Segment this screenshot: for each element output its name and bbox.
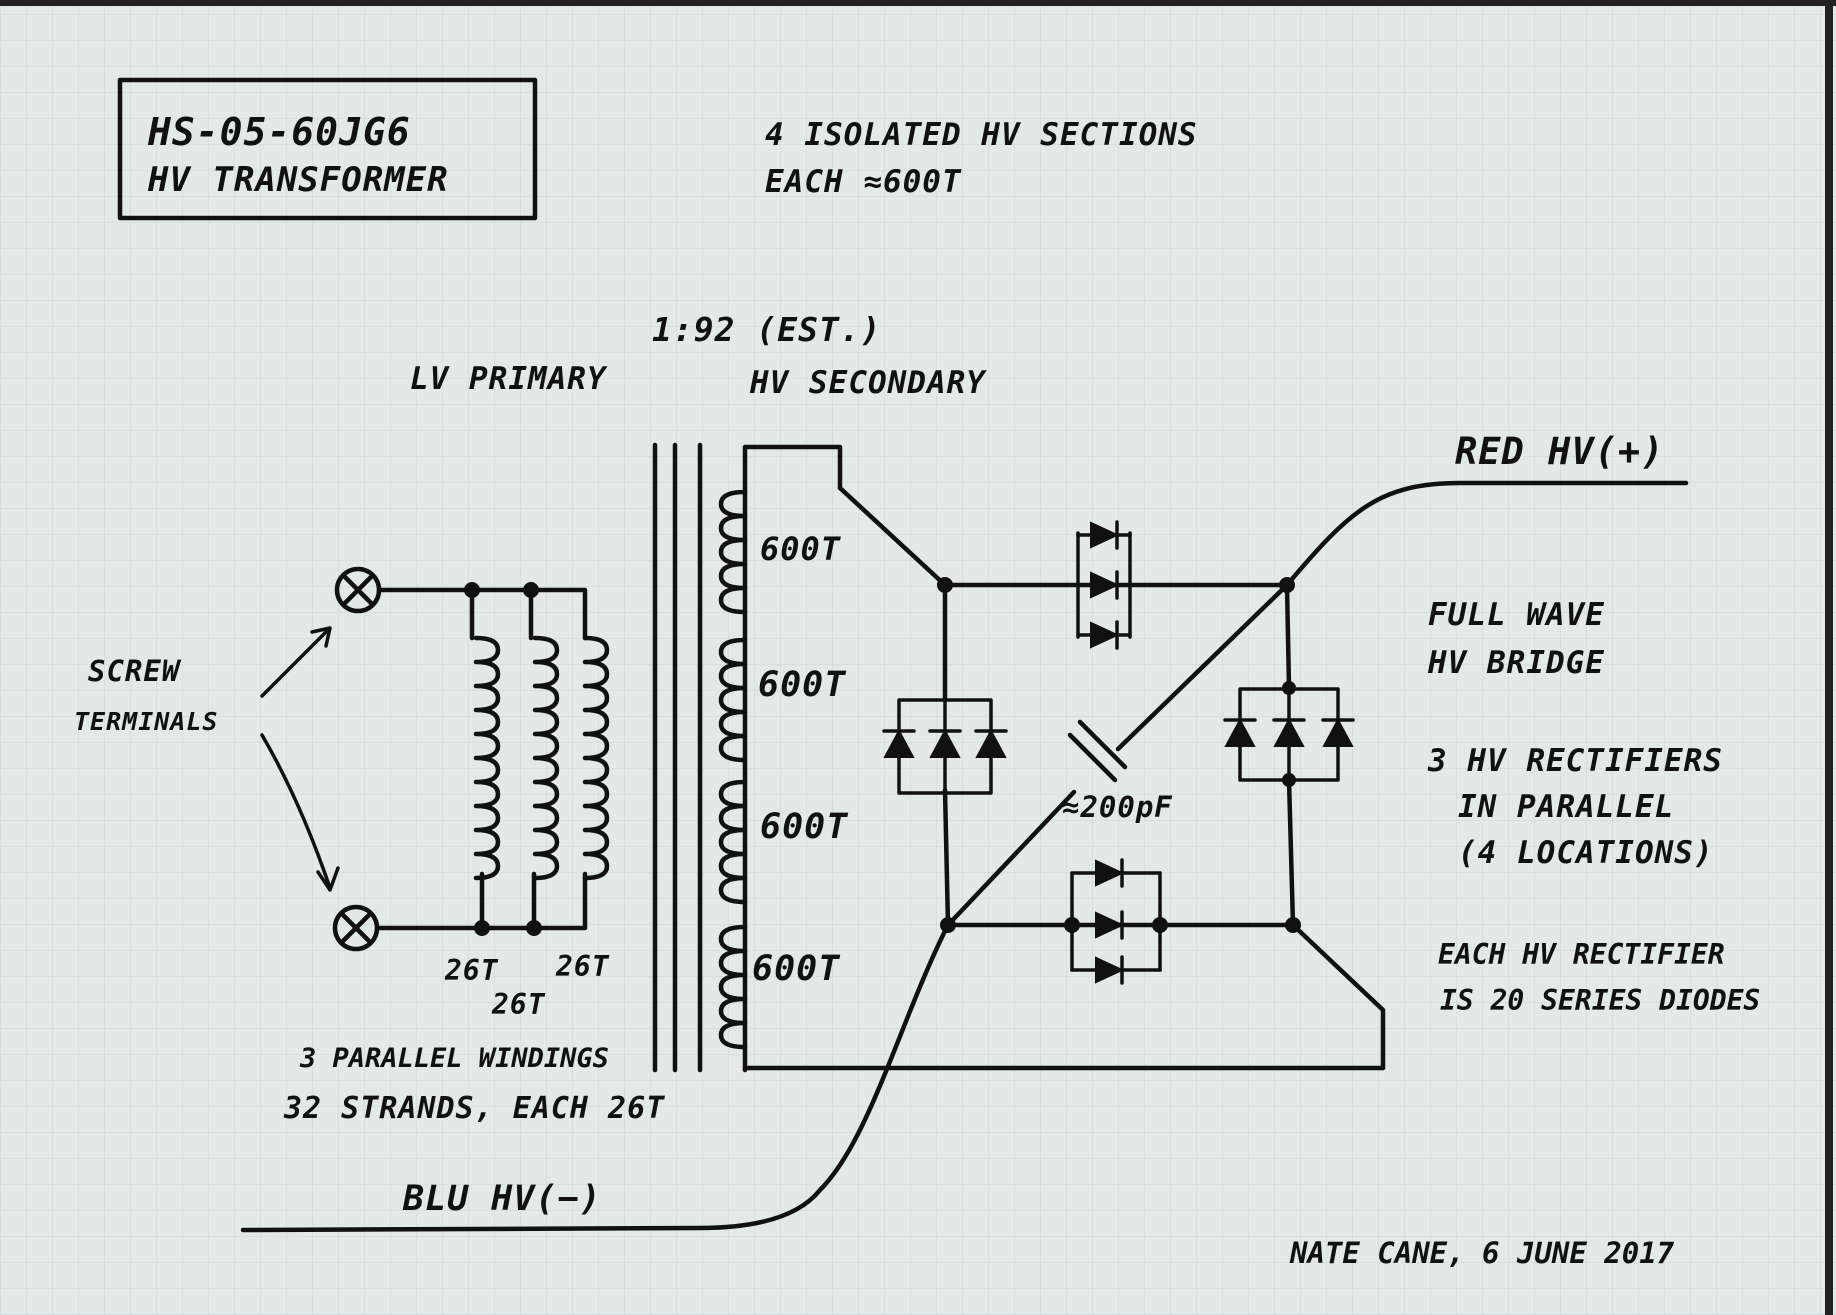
transformer-core: [652, 442, 703, 1073]
secondary-label: HV SECONDARY: [750, 365, 986, 401]
bridge-note-line1: FULL WAVE: [1428, 597, 1605, 633]
rectifier-group-bottom: [1064, 858, 1168, 985]
red-hv-plus-lead: [1284, 480, 1689, 588]
rectifier-group-top: [1076, 520, 1132, 650]
primary-label: LV PRIMARY: [410, 361, 607, 397]
secondary-section-2-turns: 600T: [758, 665, 847, 705]
primary-note-line1: 3 PARALLEL WINDINGS: [300, 1043, 609, 1074]
primary-windings: [376, 582, 607, 936]
blue-hv-minus-lead: [240, 922, 951, 1233]
bridge-note-line2: HV BRIDGE: [1428, 645, 1605, 681]
screw-terminal-bottom: [332, 904, 380, 952]
red-output-label: RED HV(+): [1455, 430, 1665, 473]
rectifier-note-line1: 3 HV RECTIFIERS: [1428, 743, 1723, 779]
blue-output-label: BLU HV(−): [403, 1179, 602, 1219]
rectifier-note-line3: (4 LOCATIONS): [1458, 835, 1714, 871]
title-box-frame: [117, 77, 538, 221]
arrow-to-top-terminal: [260, 626, 332, 698]
secondary-section-1-turns: 600T: [760, 530, 842, 568]
screw-terminals-line2: TERMINALS: [74, 707, 219, 736]
title-part-number: HS-05-60JG6: [148, 110, 411, 154]
primary-turns-1: 26T: [445, 954, 499, 987]
rectifier-group-left: [882, 698, 1008, 795]
arrow-to-bottom-terminal: [260, 733, 340, 892]
title-description: HV TRANSFORMER: [148, 160, 449, 200]
secondary-section-4-turns: 600T: [752, 949, 841, 989]
secondary-section-3-turns: 600T: [760, 807, 849, 847]
turns-ratio: 1:92 (EST.): [652, 310, 882, 349]
primary-turns-2: 26T: [492, 988, 546, 1021]
screw-terminals-line1: SCREW: [88, 654, 181, 688]
sections-note-line2: EACH ≈600T: [765, 164, 962, 200]
secondary-windings: [718, 444, 843, 1073]
author-signature-date: NATE CANE, 6 JUNE 2017: [1290, 1236, 1675, 1270]
screw-terminal-top: [334, 566, 382, 614]
sections-note-line1: 4 ISOLATED HV SECTIONS: [765, 117, 1198, 153]
primary-turns-3: 26T: [556, 950, 610, 983]
rectifier-group-right: [1223, 681, 1355, 787]
rectifier-note-line2: IN PARALLEL: [1458, 789, 1675, 825]
diode-note-line1: EACH HV RECTIFIER: [1438, 938, 1725, 971]
diode-note-line2: IS 20 SERIES DIODES: [1440, 984, 1761, 1017]
capacitor: [945, 582, 1290, 928]
capacitor-value: ≈200pF: [1062, 790, 1173, 824]
primary-note-line2: 32 STRANDS, EACH 26T: [284, 1091, 666, 1126]
